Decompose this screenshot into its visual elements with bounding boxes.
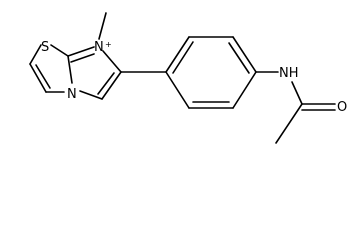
n-methyl-bond (98, 12, 107, 40)
phenyl-bond-3-inner (228, 42, 250, 74)
bond-c3-bridgehead-n (79, 90, 103, 100)
chemical-structure: S N + N NH O (29, 12, 347, 144)
amide-nh-label: NH (279, 66, 299, 81)
phenyl-ring (165, 36, 257, 109)
phenyl-bond-6 (165, 71, 190, 109)
imidazole-ring (67, 46, 122, 100)
phenyl-bond-4 (232, 71, 257, 109)
imidazolium-nitrogen-label: N (94, 40, 104, 55)
bridgehead-nitrogen-label: N (67, 87, 77, 102)
positive-charge-label: + (105, 40, 112, 49)
phenyl-bond-1-inner (172, 41, 194, 74)
carbonyl-oxygen-label: O (337, 100, 347, 115)
bond-bridgehead-n-c7a (67, 55, 73, 84)
bond-n1-c2 (102, 50, 122, 73)
phenyl-bond-3 (232, 36, 257, 73)
bond-c2-c3-inner (35, 64, 51, 89)
bond-c7a-n1-inner (70, 53, 95, 63)
sulfur-atom-label: S (41, 40, 49, 55)
bond-c2-c3 (101, 71, 122, 100)
bond-s-c2 (29, 44, 42, 65)
bond-c7a-s (50, 44, 69, 57)
bond-nh-carbonyl (291, 81, 303, 105)
thiazole-ring (29, 44, 73, 93)
bond-carbonyl-methyl (275, 103, 303, 144)
bond-c2-c3 (29, 63, 47, 93)
bond-c2-c3-inner (97, 72, 115, 95)
bond-c7a-n1 (67, 46, 95, 57)
acetamide-group (255, 71, 336, 144)
phenyl-bond-1 (165, 36, 190, 73)
